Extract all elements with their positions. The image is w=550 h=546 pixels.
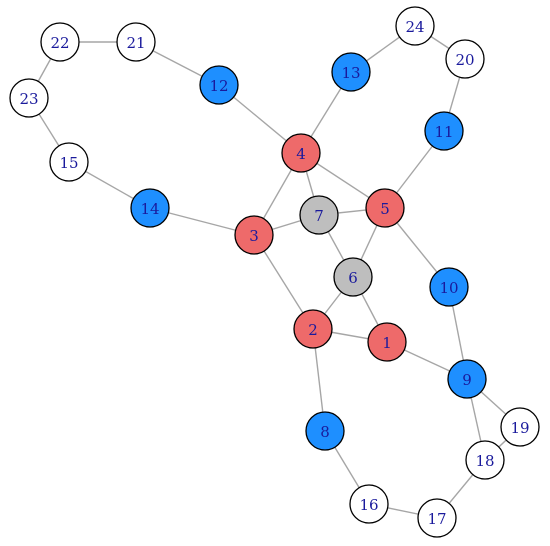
node-label: 4 (296, 145, 306, 163)
node-circle (305, 411, 345, 451)
node-label: 8 (320, 423, 330, 441)
node-7: 7 (299, 195, 339, 235)
node-circle (445, 39, 485, 79)
node-label: 9 (462, 371, 472, 389)
node-circle (199, 65, 239, 105)
node-24: 24 (395, 6, 435, 46)
node-label: 14 (140, 200, 159, 218)
node-circle (299, 195, 339, 235)
node-label: 13 (341, 64, 360, 82)
node-18: 18 (465, 440, 505, 480)
node-label: 20 (455, 51, 474, 69)
node-circle (429, 267, 469, 307)
node-2: 2 (293, 309, 333, 349)
node-label: 19 (510, 419, 529, 437)
node-17: 17 (417, 498, 457, 538)
node-label: 23 (19, 90, 38, 108)
node-circle (333, 257, 373, 297)
node-label: 5 (380, 200, 390, 218)
node-label: 6 (348, 269, 358, 287)
node-6: 6 (333, 257, 373, 297)
node-10: 10 (429, 267, 469, 307)
node-label: 16 (359, 496, 378, 514)
node-circle (349, 484, 389, 524)
node-8: 8 (305, 411, 345, 451)
node-circle (49, 142, 89, 182)
node-circle (331, 52, 371, 92)
node-14: 14 (130, 188, 170, 228)
node-circle (234, 215, 274, 255)
node-circle (9, 78, 49, 118)
node-22: 22 (40, 22, 80, 62)
node-circle (40, 22, 80, 62)
node-label: 7 (314, 207, 324, 225)
node-9: 9 (447, 359, 487, 399)
node-label: 24 (405, 18, 424, 36)
node-circle (130, 188, 170, 228)
node-label: 1 (382, 334, 392, 352)
node-circle (447, 359, 487, 399)
node-23: 23 (9, 78, 49, 118)
node-circle (500, 407, 540, 447)
node-19: 19 (500, 407, 540, 447)
node-circle (465, 440, 505, 480)
node-circle (367, 322, 407, 362)
node-label: 3 (249, 227, 259, 245)
node-circle (365, 188, 405, 228)
node-15: 15 (49, 142, 89, 182)
node-circle (281, 133, 321, 173)
node-label: 2 (308, 321, 318, 339)
node-3: 3 (234, 215, 274, 255)
node-1: 1 (367, 322, 407, 362)
node-circle (395, 6, 435, 46)
node-label: 17 (427, 510, 446, 528)
node-circle (116, 22, 156, 62)
node-label: 18 (475, 452, 494, 470)
node-label: 15 (59, 154, 78, 172)
node-12: 12 (199, 65, 239, 105)
node-label: 22 (50, 34, 69, 52)
node-circle (293, 309, 333, 349)
node-label: 12 (209, 77, 228, 95)
node-4: 4 (281, 133, 321, 173)
node-16: 16 (349, 484, 389, 524)
node-label: 21 (126, 34, 145, 52)
node-21: 21 (116, 22, 156, 62)
node-circle (424, 111, 464, 151)
node-20: 20 (445, 39, 485, 79)
node-11: 11 (424, 111, 464, 151)
node-5: 5 (365, 188, 405, 228)
node-circle (417, 498, 457, 538)
node-13: 13 (331, 52, 371, 92)
node-label: 10 (439, 279, 458, 297)
node-label: 11 (434, 123, 453, 141)
